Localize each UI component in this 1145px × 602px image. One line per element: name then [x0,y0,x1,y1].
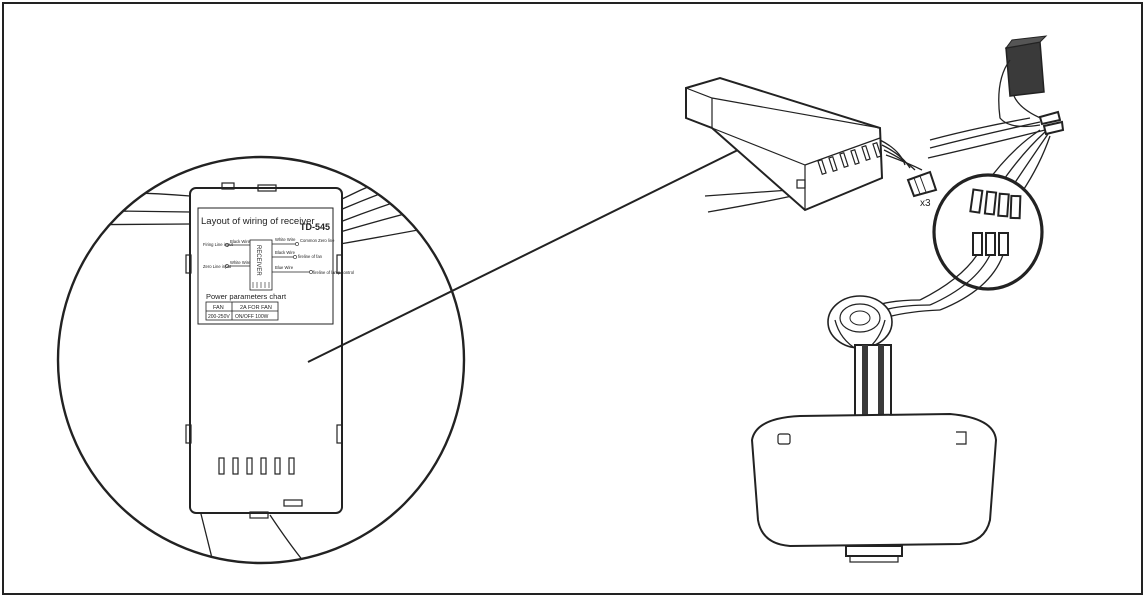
label-fireline-of-lamp-control: fireline of lamp control [313,270,354,275]
power-chart-header-0: FAN [213,305,224,311]
label-white-wire-right: White Wire [275,237,296,242]
receiver-unit [685,76,923,213]
label-black-wire-left: Black Wire [230,239,251,244]
power-chart-cell-1: ON/OFF 100W [235,314,269,320]
power-chart-header-1: 2A FOR FAN [240,305,272,311]
wire-connector: x3 [906,170,938,209]
model-number: TD-545 [300,222,330,232]
magnified-receiver-view: Layout of wiring of receiver TD-545 RECE… [56,155,466,565]
canopy-mount [750,295,998,563]
label-fireline-of-fan: fireline of fan [298,254,323,259]
wiring-label-panel: Layout of wiring of receiver TD-545 RECE… [197,207,354,325]
power-chart-cell-0: 200-250V [208,314,230,320]
power-chart-table: FAN 2A FOR FAN 200-250V ON/OFF 100W [205,301,279,321]
receiver-vents [218,457,295,475]
wire-bundle [927,110,1065,193]
antenna-block [998,35,1048,128]
receiver-symbol-label: RECEIVER [255,245,261,276]
label-blue-wire-right: Blue Wire [275,265,294,270]
label-black-wire-right: Black Wire [275,250,296,255]
panel-title: Layout of wiring of receiver [201,216,315,227]
label-common-zero-line: Common Zero line [300,238,335,243]
label-firing-line-input: Firing Line input [203,242,234,247]
receiver-symbol [249,239,273,291]
label-zero-line-input: Zero Line input [203,264,232,269]
zoom-leader-line [307,144,749,363]
label-white-wire-left: White Wire [230,260,251,265]
connector-count: x3 [920,198,931,209]
connector-highlight-circle [919,173,1044,311]
power-chart-title: Power parameters chart [206,292,287,301]
